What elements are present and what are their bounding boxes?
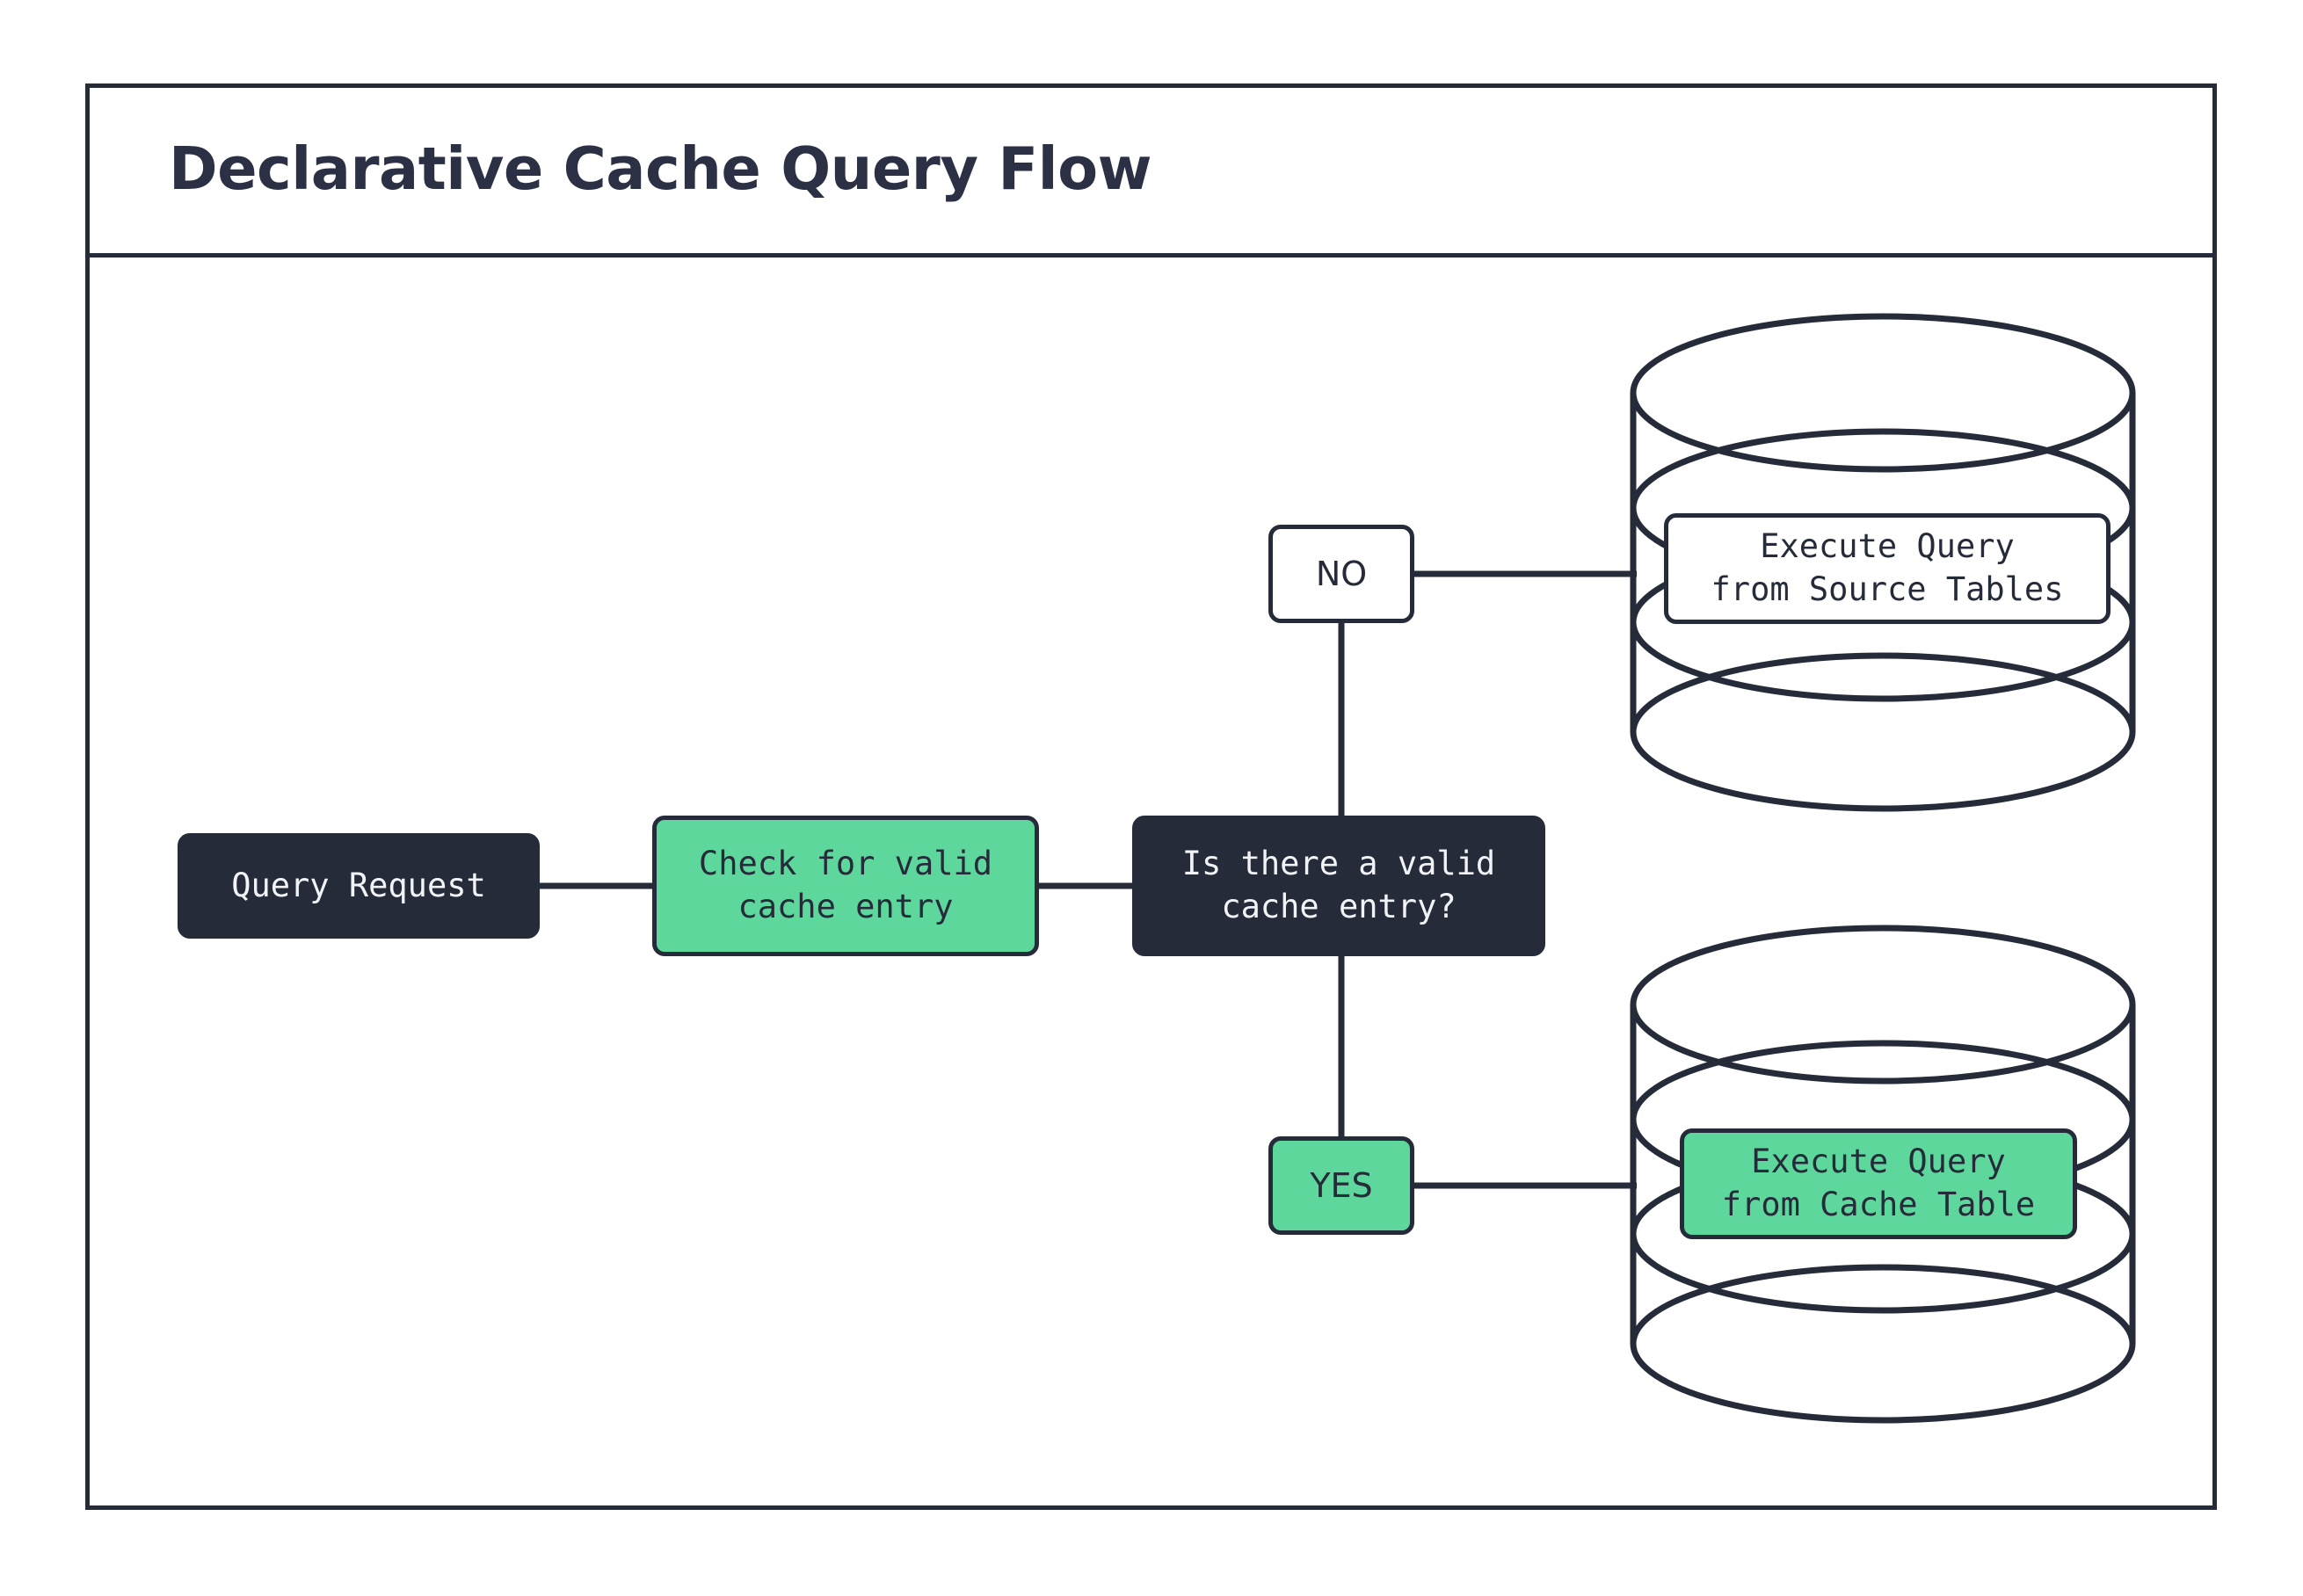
node-check-for-valid-cache-entry[interactable]: Check for valid cache entry [652, 816, 1039, 956]
title-bar: Declarative Cache Query Flow [85, 83, 2217, 258]
node-execute-query-from-source-tables[interactable]: Execute Query from Source Tables [1664, 513, 2110, 624]
node-query-request[interactable]: Query Request [178, 833, 540, 939]
edge-label-yes[interactable]: YES [1268, 1136, 1414, 1235]
diagram-frame [85, 83, 2217, 1510]
node-decision-valid-cache-entry[interactable]: Is there a valid cache entry? [1132, 816, 1545, 956]
node-execute-query-from-cache-table[interactable]: Execute Query from Cache Table [1680, 1128, 2077, 1239]
edge-label-no[interactable]: NO [1268, 525, 1414, 623]
page-title: Declarative Cache Query Flow [169, 134, 1152, 203]
